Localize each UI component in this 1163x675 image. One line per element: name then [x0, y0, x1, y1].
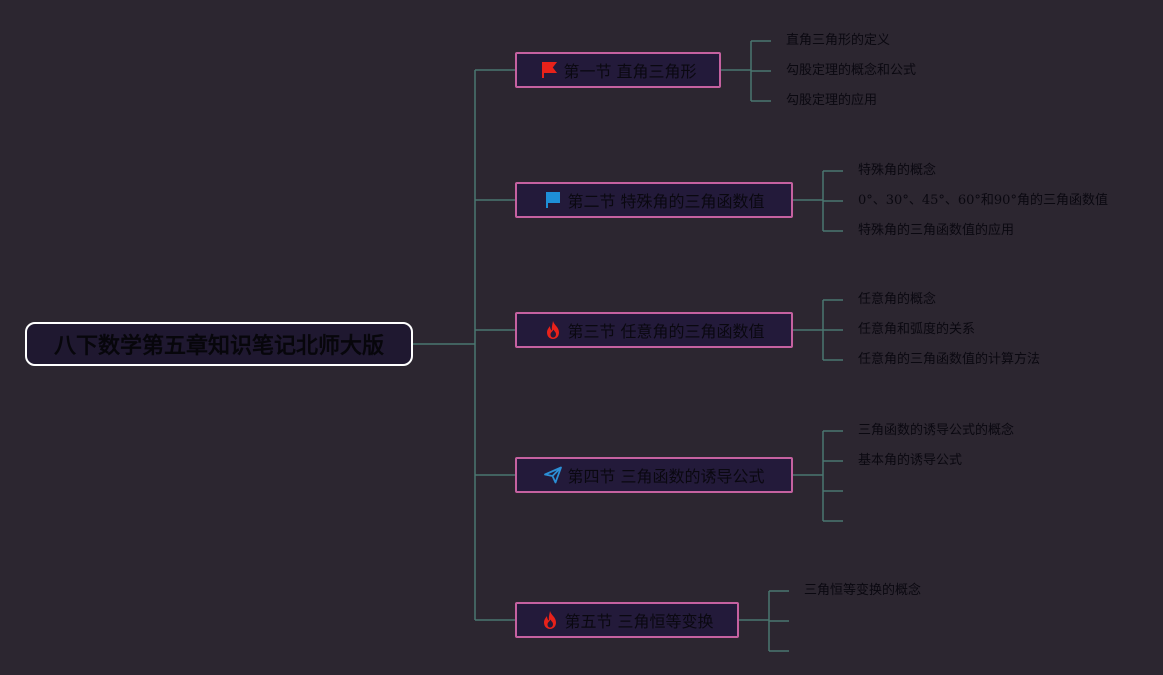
- leaf-2-3[interactable]: 特殊角的三角函数值的应用: [858, 223, 1015, 238]
- leaf-1-1[interactable]: 直角三角形的定义: [786, 33, 891, 48]
- fire-icon: [540, 610, 560, 630]
- fire-icon: [543, 320, 563, 340]
- leaf-4-1[interactable]: 三角函数的诱导公式的概念: [858, 423, 1015, 438]
- root-topic-label: 八下数学第五章知识笔记北师大版: [53, 334, 384, 359]
- leaf-3-1[interactable]: 任意角的概念: [858, 292, 937, 307]
- root-topic[interactable]: 八下数学第五章知识笔记北师大版: [25, 322, 413, 366]
- blue-flag-icon: [543, 190, 563, 210]
- paper-plane-icon: [543, 465, 563, 485]
- section-3-label: 第三节 任意角的三角函数值: [567, 322, 765, 341]
- leaf-1-3[interactable]: 勾股定理的应用: [786, 93, 878, 108]
- section-3-topic[interactable]: 第三节 任意角的三角函数值: [515, 312, 793, 348]
- section-5-label: 第五节 三角恒等变换: [564, 612, 714, 631]
- red-flag-icon: [539, 60, 559, 80]
- leaf-3-2[interactable]: 任意角和弧度的关系: [858, 322, 976, 337]
- leaf-5-1[interactable]: 三角恒等变换的概念: [804, 583, 922, 598]
- section-4-label: 第四节 三角函数的诱导公式: [567, 467, 765, 486]
- section-2-topic[interactable]: 第二节 特殊角的三角函数值: [515, 182, 793, 218]
- section-5-topic[interactable]: 第五节 三角恒等变换: [515, 602, 739, 638]
- section-1-label: 第一节 直角三角形: [563, 62, 697, 81]
- section-4-topic[interactable]: 第四节 三角函数的诱导公式: [515, 457, 793, 493]
- section-1-topic[interactable]: 第一节 直角三角形: [515, 52, 721, 88]
- leaf-1-2[interactable]: 勾股定理的概念和公式: [786, 63, 917, 78]
- section-2-label: 第二节 特殊角的三角函数值: [567, 192, 765, 211]
- leaf-4-2[interactable]: 基本角的诱导公式: [858, 453, 963, 468]
- leaf-3-3[interactable]: 任意角的三角函数值的计算方法: [858, 352, 1041, 367]
- leaf-2-1[interactable]: 特殊角的概念: [858, 163, 937, 178]
- leaf-2-2[interactable]: 0°、30°、45°、60°和90°角的三角函数值: [858, 193, 1108, 208]
